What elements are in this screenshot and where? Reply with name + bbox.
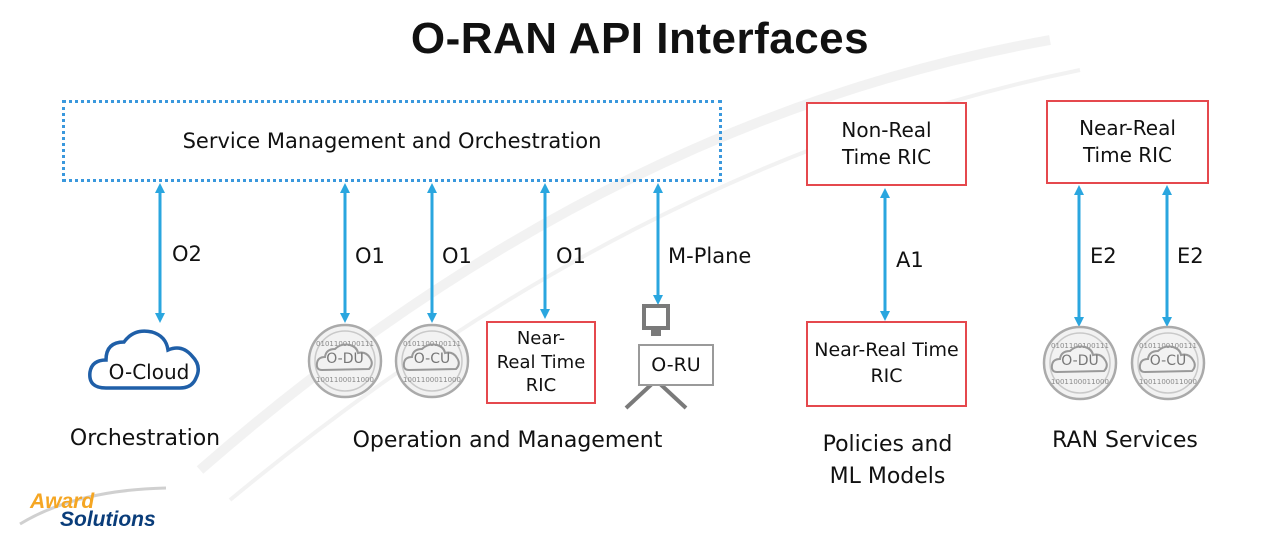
near-rt-ric-ran-label: Near-Real Time RIC [1079,116,1176,167]
logo-line1: Award [30,490,95,513]
award-solutions-logo: Award Solutions [16,484,196,542]
label-a1: A1 [896,248,924,272]
non-rt-ric-box: Non-Real Time RIC [806,102,967,186]
section-ran-services: RAN Services [1052,428,1198,453]
ocloud-label: O-Cloud [108,360,190,384]
cloud-icon [88,329,200,390]
page-title: O-RAN API Interfaces [410,14,870,63]
svg-text:1001100011000: 1001100011000 [1139,378,1197,386]
ocu-oam-label: O-CU [413,351,451,367]
near-rt-ric-oam-label: Near- Real Time RIC [496,328,586,397]
odu-oam-label: O-DU [326,351,364,367]
svg-text:1001100011000: 1001100011000 [316,376,374,384]
near-rt-ric-policy-box: Near-Real Time RIC [806,321,967,407]
logo-swoosh [19,486,167,526]
odu-coin-icon: 0101100100111 1001100011000 [307,323,383,399]
label-o1-cu: O1 [442,244,472,268]
svg-text:1001100011000: 1001100011000 [1051,378,1109,386]
oru-label: O-RU [651,354,701,376]
oru-box: O-RU [638,344,714,386]
label-e2-du: E2 [1090,244,1117,268]
smo-label: Service Management and Orchestration [182,129,602,153]
section-policies: Policies and ML Models [822,432,953,489]
odu-ran-label: O-DU [1061,353,1099,369]
near-rt-ric-oam-box: Near- Real Time RIC [486,321,596,404]
odu-ran-coin-icon: 0101100100111 1001100011000 [1042,325,1118,401]
section-oam: Operation and Management [352,428,663,453]
near-rt-ric-policy-label: Near-Real Time RIC [814,339,959,387]
label-o2: O2 [172,242,202,266]
label-mplane: M-Plane [668,244,752,268]
non-rt-ric-label: Non-Real Time RIC [841,118,932,169]
section-orchestration: Orchestration [69,426,221,451]
ocu-ran-coin-icon: 0101100100111 1001100011000 [1130,325,1206,401]
near-rt-ric-ran-box: Near-Real Time RIC [1046,100,1209,184]
label-o1-du: O1 [355,244,385,268]
oru-tripod-icon [624,304,688,410]
ocu-ran-label: O-CU [1149,353,1187,369]
label-e2-cu: E2 [1177,244,1204,268]
svg-text:1001100011000: 1001100011000 [403,376,461,384]
ocu-coin-icon: 0101100100111 1001100011000 [394,323,470,399]
logo-line2: Solutions [60,508,156,531]
smo-box: Service Management and Orchestration [62,100,722,182]
label-o1-ric: O1 [556,244,586,268]
